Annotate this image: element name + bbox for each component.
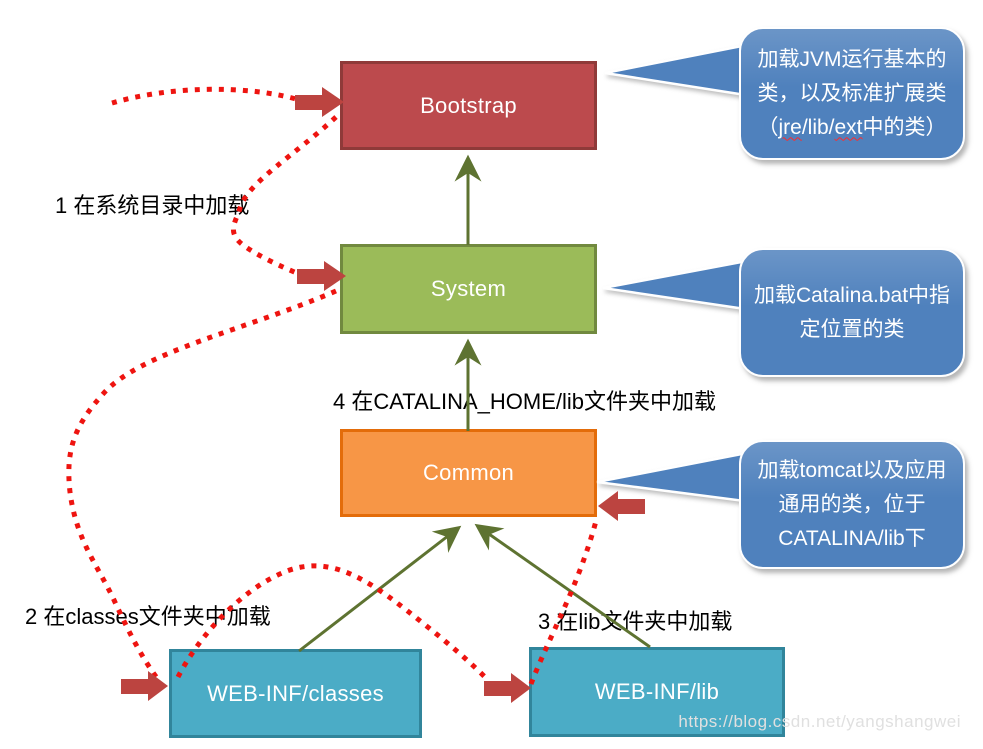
common-box-label: Common — [422, 460, 515, 485]
system-box-label: System — [430, 276, 507, 301]
red-arrow-icon-into-common — [598, 491, 645, 521]
bootstrap-box: Bootstrap — [340, 61, 597, 150]
callout-text-jre: jre — [778, 115, 802, 139]
callout-text-part: （ — [757, 115, 779, 139]
system-box: System — [340, 244, 597, 334]
system-callout-line2: 定位置的类 — [799, 317, 905, 341]
step2-label: 2 在classes文件夹中加载 — [25, 604, 271, 629]
bootstrap-callout-line1: 加载JVM运行基本的 — [757, 47, 947, 71]
bootstrap-box-label: Bootstrap — [420, 92, 517, 118]
step1-label: 1 在系统目录中加载 — [55, 193, 250, 218]
red-arrow-icon-into-lib — [484, 673, 531, 703]
callout-text-part: 中的类） — [862, 115, 947, 139]
common-callout-line3: CATALINA/lib下 — [778, 526, 926, 550]
bootstrap-callout-tail — [604, 42, 754, 98]
step3-label: 3 在lib文件夹中加载 — [538, 609, 733, 634]
bootstrap-callout-line2: 类，以及标准扩展类 — [757, 81, 947, 105]
callout-text-ext: ext — [834, 115, 863, 139]
step4-label: 4 在CATALINA_HOME/lib文件夹中加载 — [333, 389, 717, 414]
system-callout-tail — [602, 258, 754, 312]
watermark: https://blog.csdn.net/yangshangwei — [678, 712, 961, 731]
webinf-lib-box-label: WEB-INF/lib — [594, 679, 720, 704]
common-callout-line2: 通用的类，位于 — [778, 492, 926, 516]
red-arrow-icon-into-system — [297, 261, 346, 291]
red-arrow-icon-into-bootstrap — [295, 87, 344, 117]
common-callout: 加载tomcat以及应用 通用的类，位于 CATALINA/lib下 — [739, 440, 965, 569]
webinf-classes-box: WEB-INF/classes — [169, 649, 422, 738]
bootstrap-callout: 加载JVM运行基本的 类，以及标准扩展类 （jre/lib/ext中的类） — [739, 27, 965, 160]
red-arrow-icon-into-classes — [121, 671, 168, 701]
common-callout-line1: 加载tomcat以及应用 — [757, 458, 947, 482]
common-box: Common — [340, 429, 597, 517]
callout-text-part: /lib/ — [801, 115, 835, 139]
system-callout: 加载Catalina.bat中指 定位置的类 — [739, 248, 965, 377]
system-callout-line1: 加载Catalina.bat中指 — [753, 283, 951, 307]
webinf-classes-box-label: WEB-INF/classes — [207, 680, 384, 706]
green-connector-classes-to-common — [298, 525, 462, 653]
red-dotted-curve-1 — [111, 86, 297, 106]
common-callout-tail — [596, 450, 754, 504]
bootstrap-callout-line3: （jre/lib/ext中的类） — [741, 111, 963, 145]
webinf-lib-box: WEB-INF/lib — [529, 647, 785, 737]
